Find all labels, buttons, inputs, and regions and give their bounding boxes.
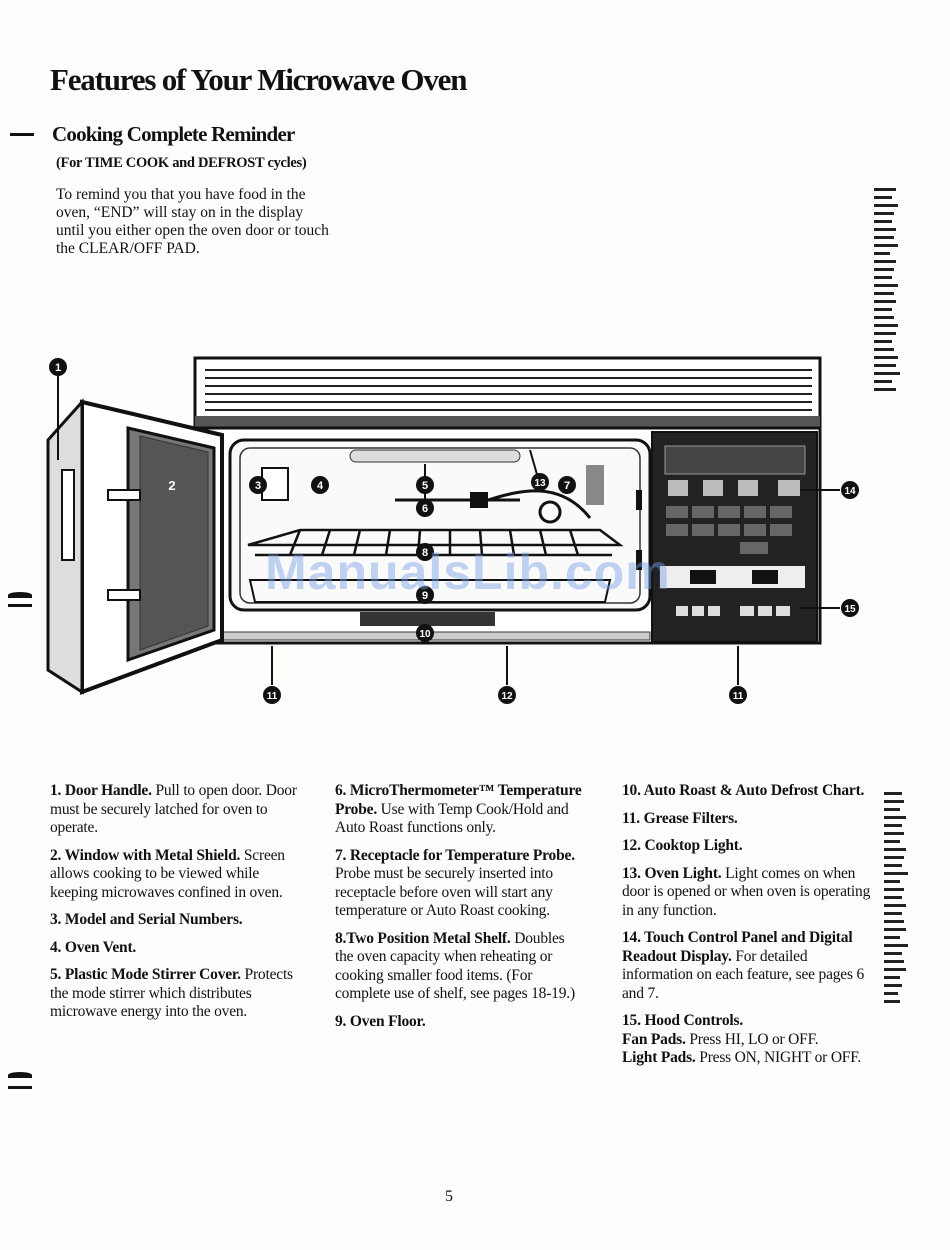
feature-item: 15. Hood Controls. Fan Pads. Press HI, L… — [622, 1012, 862, 1066]
svg-text:6: 6 — [422, 503, 428, 515]
feature-item: 10. Auto Roast & Auto Defrost Chart. — [622, 782, 865, 799]
auto-roast-chart-strip — [360, 612, 495, 626]
page-title: Features of Your Microwave Oven — [50, 62, 467, 97]
callout-2: 2 — [168, 478, 175, 493]
control-panel — [651, 431, 818, 643]
feature-item: 2. Window with Metal Shield. Screen allo… — [50, 846, 285, 901]
margin-mark — [8, 592, 32, 598]
svg-text:8: 8 — [422, 547, 428, 559]
callout-9: 9 — [416, 586, 434, 604]
svg-text:7: 7 — [564, 480, 570, 492]
callout-15: 15 — [841, 599, 859, 617]
svg-text:11: 11 — [267, 691, 278, 702]
margin-mark — [8, 604, 32, 607]
feature-item: 11. Grease Filters. — [622, 809, 738, 827]
callout-4: 4 — [311, 476, 329, 494]
scan-edge-artifact — [874, 188, 914, 396]
intro-line: the CLEAR/OFF PAD. — [56, 240, 200, 257]
features-column-2: 6. MicroThermometer™ Temperature Probe. … — [335, 782, 585, 1040]
svg-text:13: 13 — [534, 478, 546, 489]
callout-10: 10 — [416, 624, 434, 642]
feature-item: 12. Cooktop Light. — [622, 837, 743, 854]
callout-3: 3 — [249, 476, 267, 494]
intro-paragraph: To remind you that you have food in the … — [56, 186, 376, 258]
callout-8: 8 — [416, 543, 434, 561]
callout-14: 14 — [841, 481, 859, 499]
feature-item: 6. MicroThermometer™ Temperature Probe. … — [335, 782, 582, 836]
svg-text:11: 11 — [733, 691, 744, 702]
microwave-oven-diagram: 1 2 3 4 5 6 7 8 9 10 11 12 11 13 14 15 — [46, 356, 859, 704]
section-title: Cooking Complete Reminder — [52, 122, 295, 146]
svg-text:1: 1 — [55, 362, 61, 374]
svg-text:15: 15 — [844, 604, 856, 615]
margin-mark — [10, 133, 34, 136]
feature-item: 1. Door Handle. Pull to open door. Door … — [50, 782, 297, 836]
svg-text:9: 9 — [422, 590, 428, 602]
scan-edge-artifact — [884, 792, 924, 1008]
feature-item: 7. Receptacle for Temperature Probe. Pro… — [335, 846, 575, 920]
feature-item: 5. Plastic Mode Stirrer Cover. Protects … — [50, 966, 293, 1020]
intro-line: until you either open the oven door or t… — [56, 222, 329, 239]
svg-text:4: 4 — [317, 480, 324, 492]
intro-line: oven, “END” will stay on in the display — [56, 204, 304, 221]
features-column-1: 1. Door Handle. Pull to open door. Door … — [50, 782, 305, 1031]
callout-6: 6 — [416, 499, 434, 517]
callout-1: 1 — [49, 358, 67, 376]
svg-text:2: 2 — [168, 478, 175, 493]
svg-text:10: 10 — [419, 629, 431, 640]
feature-item: 14. Touch Control Panel and Digital Read… — [622, 929, 865, 1002]
callout-12: 12 — [498, 686, 516, 704]
features-column-3: 10. Auto Roast & Auto Defrost Chart. 11.… — [622, 782, 872, 1068]
svg-text:14: 14 — [844, 486, 856, 497]
callout-5: 5 — [416, 476, 434, 494]
oven-door — [46, 398, 224, 695]
callout-7: 7 — [558, 476, 576, 494]
svg-text:5: 5 — [422, 480, 428, 492]
margin-mark — [8, 1086, 32, 1089]
svg-text:3: 3 — [255, 480, 261, 492]
margin-mark — [8, 1072, 32, 1078]
callout-13: 13 — [531, 473, 549, 491]
feature-item: 9. Oven Floor. — [335, 1012, 426, 1030]
feature-item: 3. Model and Serial Numbers. — [50, 911, 243, 928]
feature-item: 13. Oven Light. Light comes on when door… — [622, 864, 871, 919]
callout-11: 11 — [263, 686, 281, 704]
feature-item: 4. Oven Vent. — [50, 938, 137, 956]
page-number: 5 — [445, 1188, 453, 1205]
feature-item: 8.Two Position Metal Shelf. Doubles the … — [335, 929, 575, 1003]
oven-cavity — [228, 438, 652, 612]
callout-11b: 11 — [729, 686, 747, 704]
svg-text:12: 12 — [501, 691, 513, 702]
section-note: (For TIME COOK and DEFROST cycles) — [56, 155, 307, 171]
hood-vent — [193, 356, 822, 430]
intro-line: To remind you that you have food in the — [56, 186, 306, 203]
